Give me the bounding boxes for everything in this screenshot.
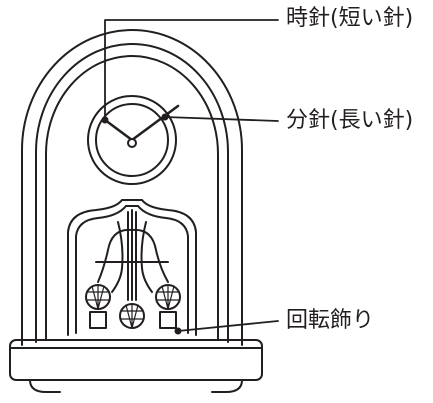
minute-hand-label: 分針(長い針) — [286, 108, 414, 133]
minute-hand — [130, 104, 180, 142]
pendulum-window-inner — [75, 205, 189, 334]
hour-hand — [103, 118, 134, 142]
ornament-balls — [85, 284, 181, 329]
outer-dome — [21, 29, 243, 346]
dial-outer-ring — [87, 95, 177, 185]
inner-dome — [45, 55, 219, 341]
clock-hands — [103, 104, 180, 142]
middle-dome — [35, 43, 229, 343]
ornament-leader — [177, 320, 279, 332]
hour-hand-leader — [104, 19, 279, 121]
leader-lines — [104, 19, 279, 335]
minute-hand-leader — [164, 116, 279, 122]
hour-hand-label: 時針(短い針) — [286, 6, 414, 31]
clock-base — [9, 339, 263, 381]
pendulum-window — [67, 199, 197, 336]
base-feet — [29, 379, 243, 393]
rotating-ornament-label: 回転飾り — [286, 308, 375, 333]
dial-face — [95, 103, 169, 177]
hand-pivot — [127, 138, 137, 148]
rotating-arms — [97, 228, 169, 283]
